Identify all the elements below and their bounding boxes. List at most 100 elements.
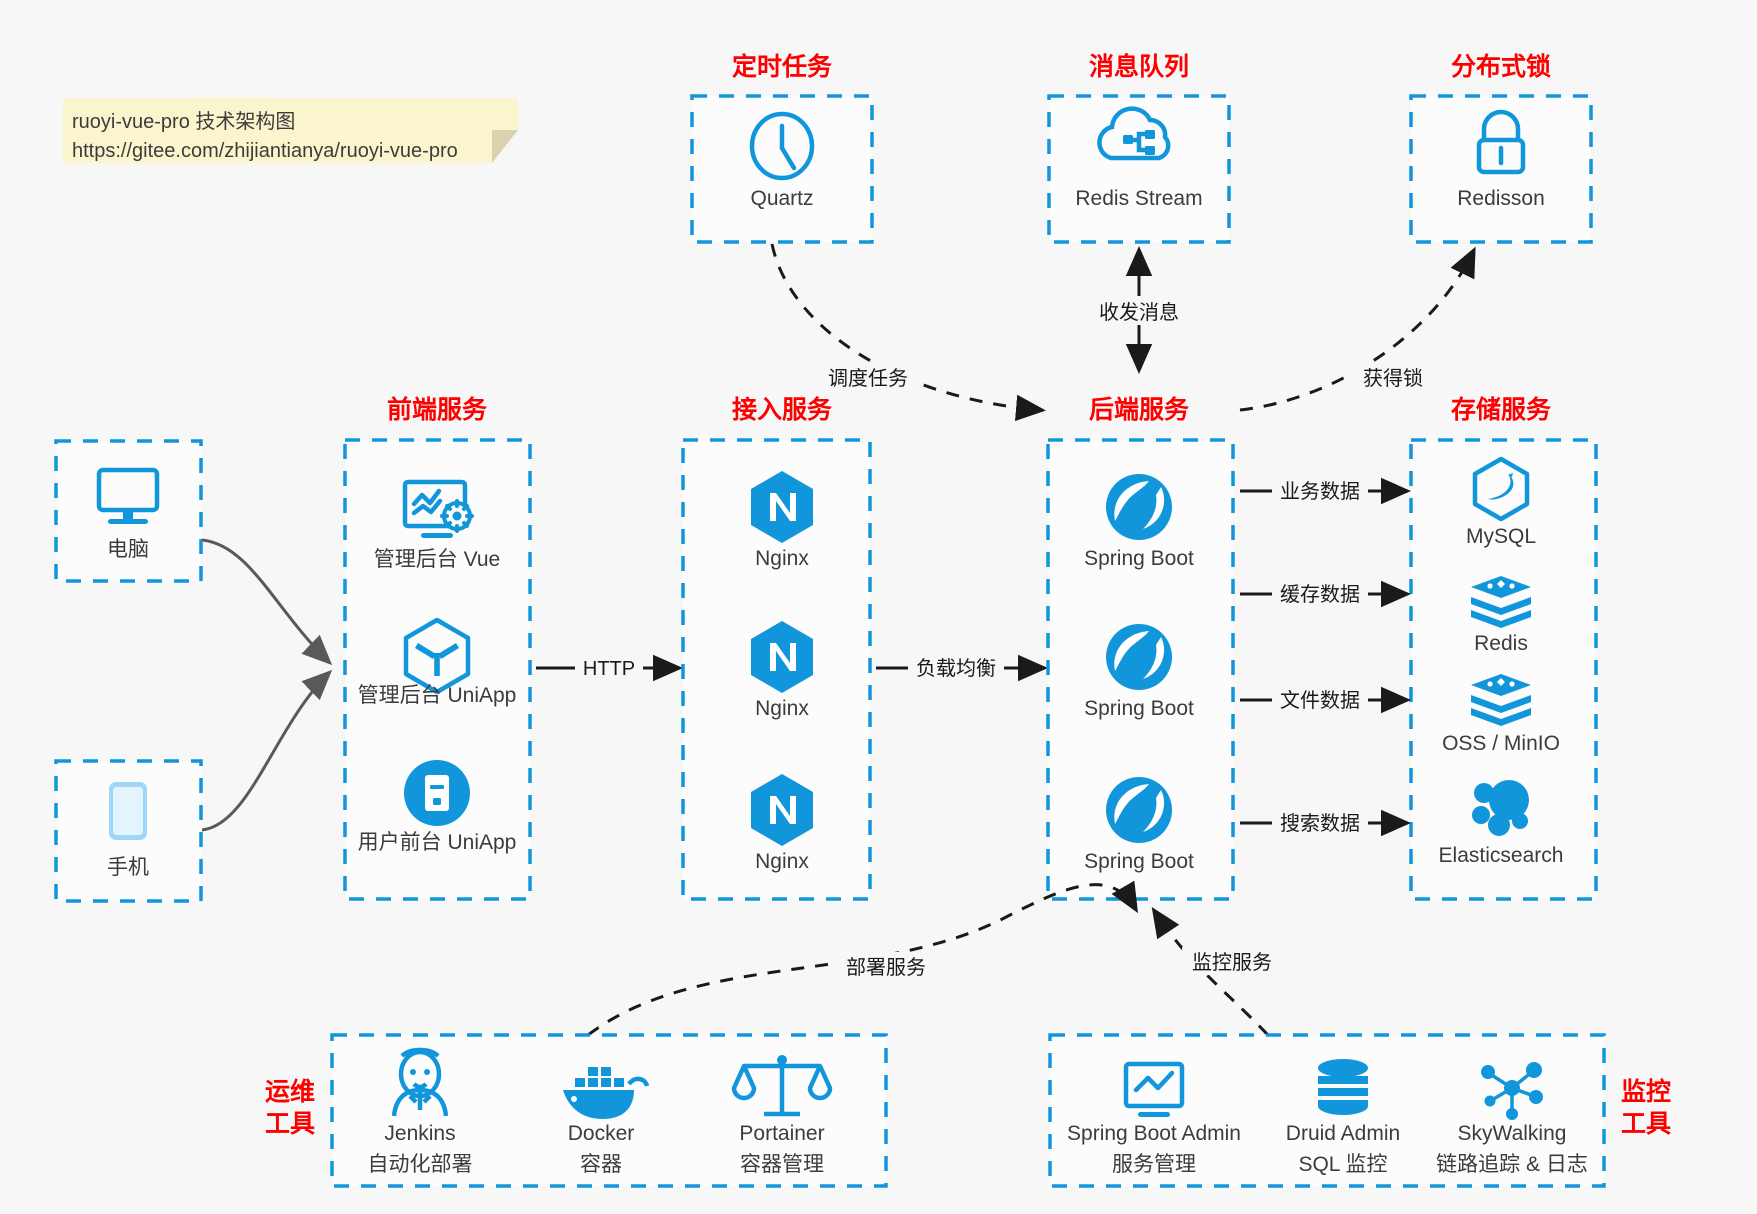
node-label-spring-boot-3: Spring Boot bbox=[1084, 850, 1194, 873]
node-sub-skywalking: 链路追踪 & 日志 bbox=[1436, 1153, 1588, 1176]
edge-label-cache-data-bg bbox=[1272, 579, 1368, 607]
group-gateway: 接入服务 Nginx Nginx Nginx bbox=[681, 396, 872, 901]
clock-icon bbox=[749, 111, 815, 181]
node-sub-portainer: 容器管理 bbox=[740, 1153, 824, 1176]
edge-computer-to-frontend bbox=[201, 538, 333, 666]
edge-label-monitor-service: 监控服务 bbox=[1192, 951, 1272, 974]
node-sub-druid-admin: SQL 监控 bbox=[1298, 1153, 1387, 1176]
node-sub-spring-boot-admin: 服务管理 bbox=[1112, 1153, 1196, 1176]
node-sub-docker: 容器 bbox=[580, 1153, 622, 1176]
edge-search-data: 搜索数据 bbox=[1240, 808, 1411, 837]
edge-label-http: HTTP bbox=[583, 658, 635, 680]
redis-stack-icon bbox=[1471, 576, 1531, 628]
group-distributed-lock: 分布式锁 Redisson bbox=[1409, 52, 1593, 244]
node-label-spring-boot-1: Spring Boot bbox=[1084, 547, 1194, 570]
edge-label-search-data-bg bbox=[1272, 808, 1368, 836]
edge-label-schedule-task-bg bbox=[818, 363, 918, 391]
node-label-redis-stream: Redis Stream bbox=[1075, 187, 1202, 210]
edge-phone-to-frontend bbox=[201, 669, 333, 832]
edge-monitor-service: 监控服务 bbox=[1151, 906, 1282, 1037]
edge-deploy-service: 部署服务 bbox=[587, 880, 1139, 1037]
spring-leaf-icon bbox=[1106, 777, 1172, 843]
group-scheduled-task: 定时任务 Quartz bbox=[690, 52, 874, 244]
node-label-redis: Redis bbox=[1474, 632, 1528, 655]
edge-label-business-data-bg bbox=[1272, 476, 1368, 504]
node-label-jenkins: Jenkins bbox=[384, 1122, 455, 1145]
node-label-elasticsearch: Elasticsearch bbox=[1439, 844, 1564, 867]
edge-http: HTTP bbox=[536, 653, 683, 682]
node-label-admin-uniapp: 管理后台 UniApp bbox=[358, 684, 517, 707]
group-monitor: 监控 工具 Spring Boot Admin 服务管理 Druid Admin… bbox=[1048, 1033, 1671, 1188]
edge-label-load-balance: 负载均衡 bbox=[916, 657, 996, 680]
node-label-docker: Docker bbox=[568, 1122, 635, 1145]
group-title-scheduled-task: 定时任务 bbox=[732, 52, 832, 81]
nginx-icon bbox=[751, 471, 813, 543]
database-icon bbox=[1318, 1059, 1368, 1115]
edge-load-balance: 负载均衡 bbox=[876, 653, 1048, 682]
node-label-spring-boot-2: Spring Boot bbox=[1084, 697, 1194, 720]
node-label-mysql: MySQL bbox=[1466, 525, 1536, 548]
node-label-quartz: Quartz bbox=[750, 187, 813, 210]
mysql-dolphin-icon bbox=[1472, 456, 1530, 522]
edge-label-acquire-lock: 获得锁 bbox=[1363, 367, 1423, 390]
message-queue-box bbox=[1047, 94, 1231, 244]
network-nodes-icon bbox=[1481, 1062, 1543, 1120]
nginx-icon bbox=[751, 774, 813, 846]
note-line-2: https://gitee.com/zhijiantianya/ruoyi-vu… bbox=[72, 140, 458, 162]
group-devops: 运维 工具 Jenkins 自动化部署 bbox=[265, 1033, 888, 1188]
group-storage: 存储服务 MySQL Redis OSS / bbox=[1409, 395, 1598, 901]
edge-business-data: 业务数据 bbox=[1240, 476, 1411, 505]
group-backend: 后端服务 Spring Boot Spring Boot Spring Boot bbox=[1046, 396, 1235, 901]
edge-schedule-task: 调度任务 bbox=[770, 243, 1046, 422]
edge-label-schedule-task: 调度任务 bbox=[828, 367, 908, 390]
node-label-computer: 电脑 bbox=[107, 538, 149, 561]
edge-label-monitor-service-bg bbox=[1182, 947, 1282, 975]
spring-leaf-icon bbox=[1106, 474, 1172, 540]
client-computer: 电脑 bbox=[54, 439, 203, 583]
cube-icon bbox=[403, 617, 471, 695]
edge-label-file-data: 文件数据 bbox=[1280, 689, 1360, 712]
node-label-oss-minio: OSS / MinIO bbox=[1442, 732, 1560, 755]
group-frontend: 前端服务 管理后台 Vue 管理后台 UniApp bbox=[343, 395, 532, 901]
object-storage-icon bbox=[1471, 674, 1531, 726]
edge-cache-data: 缓存数据 bbox=[1240, 579, 1411, 608]
edge-label-business-data: 业务数据 bbox=[1280, 480, 1360, 503]
node-label-druid-admin: Druid Admin bbox=[1286, 1122, 1400, 1145]
app-circle-icon bbox=[404, 760, 470, 826]
node-label-spring-boot-admin: Spring Boot Admin bbox=[1067, 1122, 1241, 1145]
distributed-lock-box bbox=[1409, 94, 1593, 244]
group-title-monitor-line-1: 监控 bbox=[1621, 1078, 1671, 1106]
edge-label-load-balance-bg bbox=[908, 653, 1004, 681]
monitor-chart-icon bbox=[1123, 1061, 1185, 1117]
note-fold-corner bbox=[492, 130, 518, 163]
group-title-devops-line-1: 运维 bbox=[265, 1077, 315, 1106]
nginx-icon bbox=[751, 621, 813, 693]
note-sticky: ruoyi-vue-pro 技术架构图 https://gitee.com/zh… bbox=[63, 98, 518, 163]
desktop-icon bbox=[96, 467, 160, 524]
note-line-1: ruoyi-vue-pro 技术架构图 bbox=[72, 110, 295, 133]
node-label-user-uniapp: 用户前台 UniApp bbox=[358, 831, 517, 854]
edge-label-http-bg bbox=[575, 653, 643, 681]
node-label-nginx-2: Nginx bbox=[755, 697, 809, 720]
node-label-admin-vue: 管理后台 Vue bbox=[374, 548, 500, 571]
edge-label-acquire-lock-bg bbox=[1352, 363, 1434, 391]
edge-label-deploy-service-bg bbox=[836, 952, 936, 980]
lock-icon bbox=[1476, 109, 1526, 175]
edge-label-file-data-bg bbox=[1272, 685, 1368, 713]
group-title-storage: 存储服务 bbox=[1451, 395, 1551, 424]
group-title-devops-line-2: 工具 bbox=[265, 1110, 315, 1138]
edge-label-deploy-service: 部署服务 bbox=[846, 956, 926, 979]
group-title-distributed-lock: 分布式锁 bbox=[1451, 52, 1551, 81]
node-label-portainer: Portainer bbox=[739, 1122, 824, 1145]
note-background bbox=[63, 98, 518, 163]
docker-whale-icon bbox=[563, 1067, 650, 1119]
jenkins-butler-icon bbox=[391, 1047, 449, 1117]
scheduled-task-box bbox=[690, 94, 874, 244]
node-label-nginx-1: Nginx bbox=[755, 547, 809, 570]
node-label-redisson: Redisson bbox=[1457, 187, 1545, 210]
group-title-monitor-line-2: 工具 bbox=[1621, 1110, 1671, 1138]
edge-send-receive-message: 收发消息 bbox=[1089, 246, 1189, 374]
edge-file-data: 文件数据 bbox=[1240, 685, 1411, 714]
node-label-phone: 手机 bbox=[107, 856, 149, 879]
